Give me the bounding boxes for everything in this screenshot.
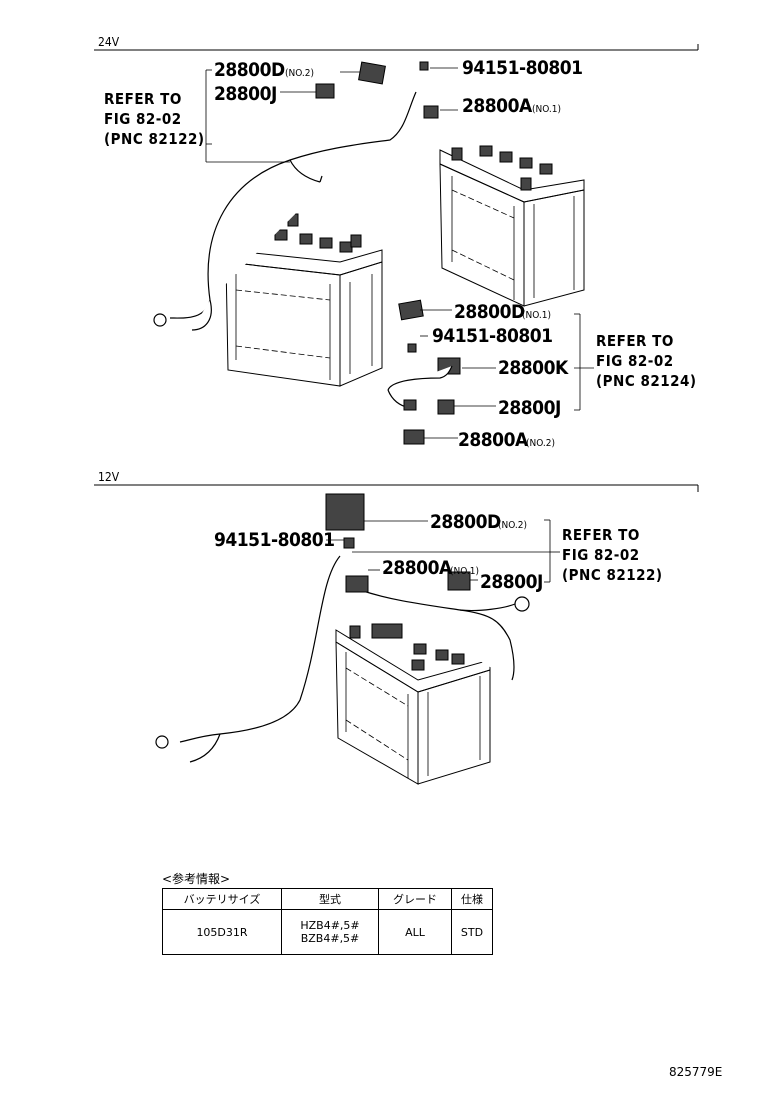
part-94151-80801-24v-a: 94151-80801 — [462, 57, 583, 79]
part-28800j-12v: 28800J — [480, 571, 543, 593]
part-28800a-no1-24v: 28800A — [462, 95, 533, 117]
wire-harness-24v-top — [153, 61, 439, 331]
connector-parts-24v-lower — [387, 299, 461, 445]
part-28800d-no1-24v: 28800D — [454, 301, 525, 323]
battery-info-table: バッテリサイズ 型式 グレード 仕様 105D31R HZB4#,5# BZB4… — [162, 888, 493, 955]
cell-model-1: HZB4#,5# — [300, 919, 360, 932]
header-spec: 仕様 — [451, 888, 493, 910]
cell-grade: ALL — [378, 909, 452, 955]
cell-spec: STD — [451, 909, 493, 955]
refer-right-line1: REFER TO — [596, 332, 674, 350]
table-header-row: バッテリサイズ 型式 グレード 仕様 — [162, 888, 493, 910]
header-grade: グレード — [378, 888, 452, 910]
info-caption: <参考情報> — [162, 872, 231, 886]
part-note-no2-24v: (NO.2) — [285, 68, 314, 79]
cell-model-2: BZB4#,5# — [300, 932, 360, 945]
refer-right-line2: FIG 82-02 — [596, 352, 674, 370]
refer-12v-line2: FIG 82-02 — [562, 546, 640, 564]
table-row: 105D31R HZB4#,5# BZB4#,5# ALL STD — [162, 909, 493, 955]
section-label-12v: 12V — [98, 470, 120, 484]
part-28800d-no2-24v: 28800D — [214, 59, 285, 81]
refer-right-line3: (PNC 82124) — [596, 372, 697, 390]
part-28800d-no2-12v: 28800D — [430, 511, 501, 533]
part-94151-80801-12v: 94151-80801 — [214, 529, 335, 551]
part-28800j-24v-a: 28800J — [214, 83, 277, 105]
refer-left-line3: (PNC 82122) — [104, 130, 205, 148]
battery-right-24v — [439, 145, 585, 307]
wire-harness-12v — [155, 493, 530, 763]
leader-lines-24v — [205, 67, 594, 439]
refer-12v-line1: REFER TO — [562, 526, 640, 544]
cell-model: HZB4#,5# BZB4#,5# — [281, 909, 379, 955]
part-94151-80801-24v-b: 94151-80801 — [432, 325, 553, 347]
part-note-no1-24v-a: (NO.1) — [532, 104, 561, 115]
part-28800a-no1-12v: 28800A — [382, 557, 453, 579]
part-28800a-no2-24v: 28800A — [458, 429, 529, 451]
figure-id: 825779E — [669, 1065, 723, 1079]
part-28800j-24v-b: 28800J — [498, 397, 561, 419]
refer-left-line1: REFER TO — [104, 90, 182, 108]
section-label-24v: 24V — [98, 35, 120, 49]
battery-12v — [335, 623, 491, 785]
header-model: 型式 — [281, 888, 379, 910]
cell-battery-size: 105D31R — [162, 909, 282, 955]
part-28800k-24v: 28800K — [498, 357, 569, 379]
part-note-no1-12v: (NO.1) — [450, 566, 479, 577]
refer-left-line2: FIG 82-02 — [104, 110, 182, 128]
leader-lines-12v — [326, 519, 560, 583]
part-note-no1-24v-b: (NO.1) — [522, 310, 551, 321]
part-note-no2-24v-b: (NO.2) — [526, 438, 555, 449]
part-note-no2-12v: (NO.2) — [498, 520, 527, 531]
header-battery-size: バッテリサイズ — [162, 888, 282, 910]
refer-12v-line3: (PNC 82122) — [562, 566, 663, 584]
